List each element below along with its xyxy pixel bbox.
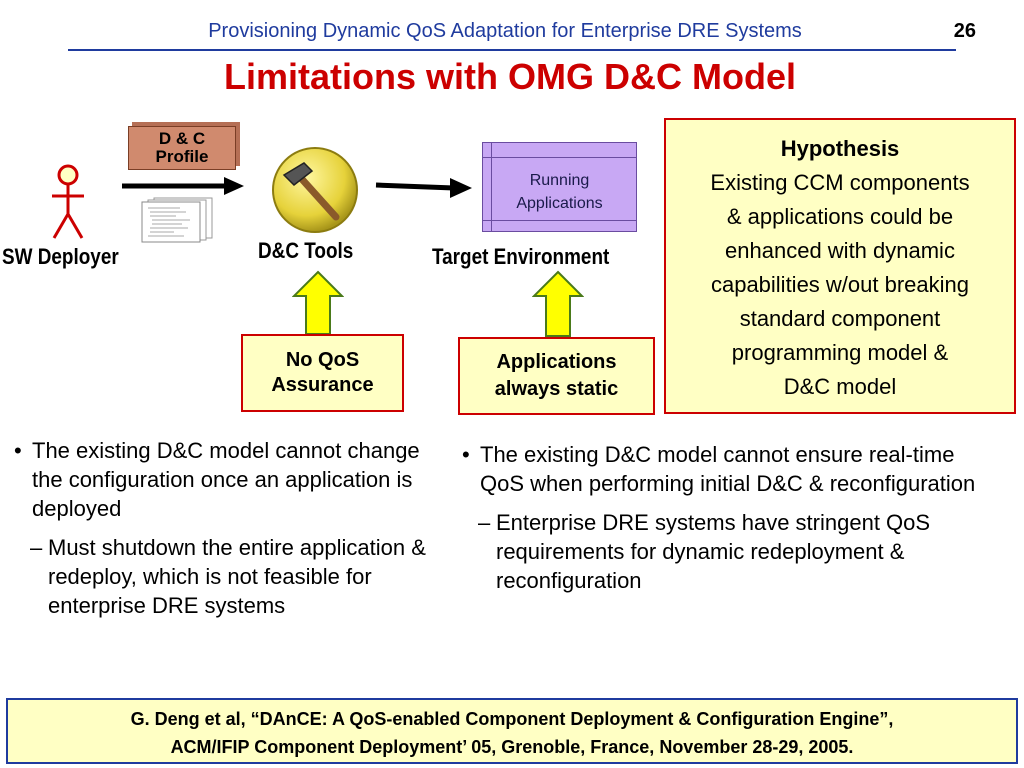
running-applications-box: Running Applications: [482, 142, 637, 232]
applications-static-box: Applications always static: [458, 337, 655, 415]
left-bullet-sub: Must shutdown the entire application & r…: [14, 533, 444, 620]
target-environment-label: Target Environment: [432, 244, 610, 269]
document-stack-icon: [141, 197, 213, 243]
qos-label-line1: No QoS: [285, 349, 360, 371]
dc-tools-label: D&C Tools: [258, 238, 354, 263]
qos-label-line2: Assurance: [271, 374, 374, 396]
static-up-arrow: [532, 270, 584, 337]
right-bullet-list: The existing D&C model cannot ensure rea…: [462, 440, 982, 595]
hypothesis-box: Hypothesis Existing CCM components & app…: [664, 118, 1016, 414]
dc-profile-box: D & C Profile: [128, 126, 236, 170]
static-label-line1: Applications: [496, 351, 617, 373]
hypothesis-line: capabilities w/out breaking: [710, 272, 970, 297]
running-label-line1: Running: [529, 172, 590, 189]
citation-line2: ACM/IFIP Component Deployment’ 05, Greno…: [170, 737, 854, 757]
hypothesis-line: Existing CCM components: [710, 170, 970, 195]
hypothesis-title: Hypothesis: [780, 136, 900, 161]
citation-box: G. Deng et al, “DAnCE: A QoS-enabled Com…: [6, 698, 1018, 764]
profile-label-line1: D & C: [158, 129, 206, 148]
tools-to-target-arrow: [375, 178, 472, 198]
profile-label-line2: Profile: [155, 147, 209, 166]
deployer-to-tools-arrow: [122, 177, 244, 195]
slide-number: 26: [953, 20, 976, 42]
static-label-line2: always static: [494, 378, 619, 400]
right-bullet-sub: Enterprise DRE systems have stringent Qo…: [462, 508, 982, 595]
hypothesis-line: D&C model: [783, 374, 897, 399]
header-title: Provisioning Dynamic QoS Adaptation for …: [208, 20, 802, 42]
left-bullet-list: The existing D&C model cannot change the…: [14, 436, 444, 620]
page-title: Limitations with OMG D&C Model: [224, 56, 796, 97]
sw-deployer-label: SW Deployer: [2, 244, 119, 269]
left-bullet-main: The existing D&C model cannot change the…: [14, 436, 444, 523]
hypothesis-line: programming model &: [731, 340, 949, 365]
qos-up-arrow: [292, 270, 344, 335]
header-divider: [68, 49, 956, 51]
hypothesis-line: standard component: [739, 306, 941, 331]
right-bullet-main: The existing D&C model cannot ensure rea…: [462, 440, 982, 498]
hypothesis-line: enhanced with dynamic: [725, 238, 955, 263]
no-qos-assurance-box: No QoS Assurance: [241, 334, 404, 412]
running-label-line2: Applications: [516, 195, 603, 212]
hammer-icon: [272, 147, 358, 233]
citation-line1: G. Deng et al, “DAnCE: A QoS-enabled Com…: [130, 709, 894, 729]
hypothesis-line: & applications could be: [726, 204, 954, 229]
stick-figure-icon: [52, 164, 84, 239]
